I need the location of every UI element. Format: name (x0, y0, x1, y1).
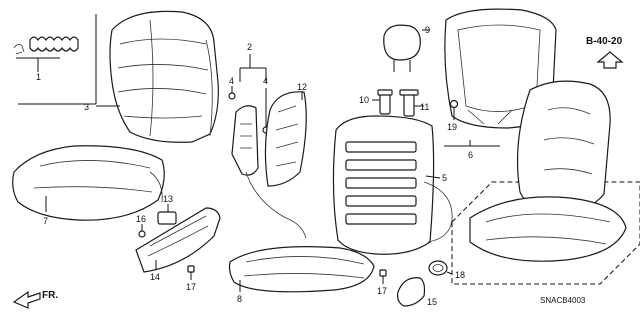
reference-arrow (596, 51, 624, 69)
callout-17b: 17 (377, 286, 387, 296)
clip-17b (379, 269, 387, 284)
callout-2: 2 (247, 42, 252, 52)
front-direction-arrow (12, 290, 41, 309)
knob-cover (397, 277, 426, 307)
callout-6: 6 (468, 150, 473, 160)
callout-17a: 17 (186, 282, 196, 292)
front-label: FR. (42, 290, 58, 301)
seat-back-cover (96, 10, 219, 143)
callout-1: 1 (36, 72, 41, 82)
callout-4b: 4 (263, 76, 268, 86)
callout-3: 3 (84, 102, 89, 112)
seat-side-trim (135, 204, 221, 273)
callout-13: 13 (163, 194, 173, 204)
callout-8: 8 (237, 294, 242, 304)
callout-12: 12 (297, 82, 307, 92)
seat-frame-assembly (451, 80, 640, 285)
callout-5: 5 (442, 173, 447, 183)
callout-14: 14 (150, 272, 160, 282)
headrest (383, 24, 430, 72)
callout-18: 18 (455, 270, 465, 280)
reference-label: B-40-20 (586, 36, 623, 47)
seat-back-pad (332, 115, 453, 255)
clip-17a (187, 265, 195, 280)
side-trim-panel (231, 105, 307, 239)
bolt-19 (449, 99, 459, 120)
headrest-guides (372, 89, 424, 117)
callout-19: 19 (447, 122, 457, 132)
callout-16: 16 (136, 214, 146, 224)
callout-11: 11 (420, 102, 429, 112)
callout-10: 10 (359, 95, 369, 105)
diagram-code: SNACB4003 (540, 296, 586, 305)
callout-4a: 4 (229, 76, 234, 86)
seat-cushion-pad (228, 246, 375, 293)
adjust-knob (428, 260, 453, 276)
seat-cushion-cover (12, 145, 165, 221)
callout-15: 15 (427, 297, 437, 307)
clip-bundle (13, 36, 79, 72)
callout-9: 9 (425, 25, 430, 35)
side-airbag-module (264, 91, 307, 187)
callout-7: 7 (43, 216, 48, 226)
